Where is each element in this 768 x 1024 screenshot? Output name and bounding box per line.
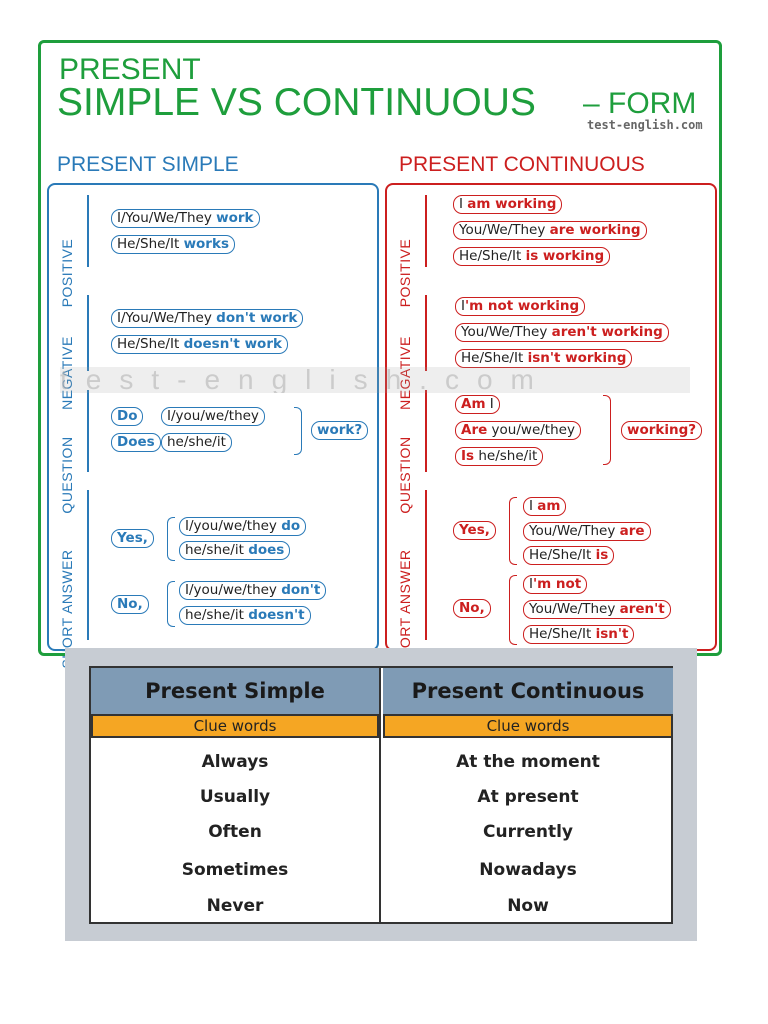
short-answer-divider xyxy=(87,490,89,640)
positive-divider xyxy=(87,195,89,267)
simple-yes-2: he/she/it does xyxy=(179,541,291,560)
simple-question-aux-does: Does xyxy=(111,433,161,452)
grammar-poster: PRESENT SIMPLE VS CONTINUOUS – FORM test… xyxy=(38,40,722,669)
cont-negative-3: He/She/It isn't working xyxy=(455,349,633,368)
simple-positive-1: I/You/We/They work xyxy=(111,209,260,228)
brand-logo: test-english.com xyxy=(587,118,703,132)
cont-positive-2: You/We/They are working xyxy=(453,221,647,240)
clue-head-simple: Present Simple xyxy=(91,668,379,716)
simple-no-brace xyxy=(167,581,175,627)
simple-short-yes: Yes, xyxy=(111,529,154,548)
simple-question-brace xyxy=(294,407,302,455)
clue-col-simple: Present Simple Clue words Always Usually… xyxy=(91,668,381,922)
clue-word: Usually xyxy=(199,787,271,807)
title-simple-vs-continuous: SIMPLE VS CONTINUOUS xyxy=(57,81,536,124)
question-label: QUESTION xyxy=(397,436,413,514)
positive-divider xyxy=(425,195,427,267)
cont-yes-brace xyxy=(509,497,517,565)
negative-divider xyxy=(87,295,89,371)
simple-positive-2: He/She/It works xyxy=(111,235,235,254)
simple-question-subject-1: I/you/we/they xyxy=(161,407,265,426)
title-present: PRESENT xyxy=(59,53,201,86)
clue-sub-continuous: Clue words xyxy=(383,716,673,738)
question-divider xyxy=(425,390,427,472)
clue-word: Currently xyxy=(482,822,573,842)
simple-no-1: I/you/we/they don't xyxy=(179,581,327,600)
cont-yes-1: I am xyxy=(523,497,567,516)
short-answer-divider xyxy=(425,490,427,640)
clue-col-continuous: Present Continuous Clue words At the mom… xyxy=(383,668,673,922)
cont-positive-1: I am working xyxy=(453,195,563,214)
clue-word: Sometimes xyxy=(181,860,289,880)
clue-word: At the moment xyxy=(456,752,600,772)
cont-yes-2: You/We/They are xyxy=(523,522,651,541)
clue-word: At present xyxy=(477,787,579,807)
clue-head-continuous: Present Continuous xyxy=(383,668,673,716)
cont-no-brace xyxy=(509,575,517,645)
negative-divider xyxy=(425,295,427,371)
cont-question-2: Are you/we/they xyxy=(455,421,581,440)
present-continuous-panel: POSITIVE NEGATIVE QUESTION SHORT ANSWER … xyxy=(385,183,717,669)
title-form: – FORM xyxy=(583,87,697,120)
cont-short-no: No, xyxy=(453,599,491,618)
clue-word: Now xyxy=(507,896,549,916)
simple-question-aux-do: Do xyxy=(111,407,144,426)
simple-negative-2: He/She/It doesn't work xyxy=(111,335,288,354)
watermark-band: test-english.com xyxy=(60,367,690,393)
simple-question-subject-2: he/she/it xyxy=(161,433,232,452)
simple-yes-1: I/you/we/they do xyxy=(179,517,307,536)
clue-word: Always xyxy=(201,752,269,772)
clue-word: Often xyxy=(208,822,262,842)
clue-word: Nowadays xyxy=(479,860,577,880)
cont-no-1: I'm not xyxy=(523,575,588,594)
cont-negative-2: You/We/They aren't working xyxy=(455,323,669,342)
cont-no-2: You/We/They aren't xyxy=(523,600,671,619)
simple-no-2: he/she/it doesn't xyxy=(179,606,311,625)
question-divider xyxy=(87,390,89,472)
cont-no-3: He/She/It isn't xyxy=(523,625,635,644)
cont-question-brace xyxy=(603,395,611,465)
cont-negative-1: I'm not working xyxy=(455,297,586,316)
cont-question-1: Am I xyxy=(455,395,500,414)
simple-yes-brace xyxy=(167,517,175,561)
cont-yes-3: He/She/It is xyxy=(523,546,615,565)
present-simple-heading: PRESENT SIMPLE xyxy=(57,153,239,176)
clue-word: Never xyxy=(206,896,264,916)
cont-short-yes: Yes, xyxy=(453,521,496,540)
clue-words-table: Present Simple Clue words Always Usually… xyxy=(89,666,673,924)
present-continuous-heading: PRESENT CONTINUOUS xyxy=(399,153,645,176)
cont-positive-3: He/She/It is working xyxy=(453,247,611,266)
clue-sub-simple: Clue words xyxy=(91,716,379,738)
cont-question-3: Is he/she/it xyxy=(455,447,544,466)
simple-negative-1: I/You/We/They don't work xyxy=(111,309,304,328)
present-simple-panel: POSITIVE NEGATIVE QUESTION SHORT ANSWER … xyxy=(47,183,379,669)
clue-words-table-frame: Present Simple Clue words Always Usually… xyxy=(65,648,697,941)
simple-question-verb: work? xyxy=(311,421,369,440)
cont-question-verb: working? xyxy=(621,421,703,440)
question-label: QUESTION xyxy=(59,436,75,514)
simple-short-no: No, xyxy=(111,595,149,614)
